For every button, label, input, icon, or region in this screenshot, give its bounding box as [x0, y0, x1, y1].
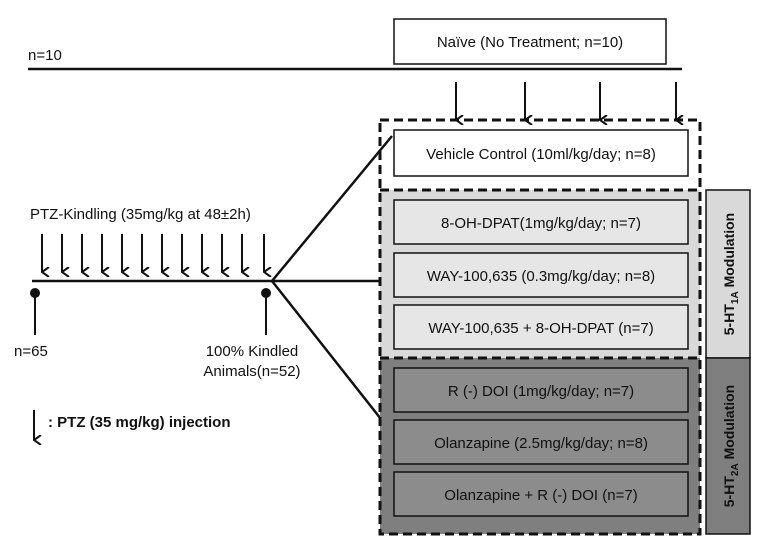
naive-arrows	[455, 82, 676, 120]
legend-text: : PTZ (35 mg/kg) injection	[48, 414, 231, 431]
injection-arrows	[41, 234, 264, 272]
kindling-label: PTZ-Kindling (35mg/kg at 48±2h)	[30, 206, 251, 223]
ht1a-label-1: 8-OH-DPAT(1mg/kg/day; n=7)	[441, 215, 641, 232]
ht1a-box-3	[393, 304, 689, 350]
ht2a-box-2	[393, 419, 689, 465]
vehicle-box	[393, 129, 689, 177]
ht1a-side-label: 5-HT1A Modulation	[721, 213, 741, 335]
ht2a-side-label: 5-HT2A Modulation	[721, 385, 741, 507]
ht1a-box-1	[393, 199, 689, 245]
ht2a-label-1: R (-) DOI (1mg/kg/day; n=7)	[448, 383, 634, 400]
ht2a-box-1	[393, 367, 689, 413]
ht1a-label-3: WAY-100,635 + 8-OH-DPAT (n=7)	[428, 320, 653, 337]
ht2a-label-2: Olanzapine (2.5mg/kg/day; n=8)	[434, 435, 648, 452]
naive-n-label: n=10	[28, 47, 62, 64]
ht1a-box-2	[393, 252, 689, 298]
kindled-label-line1: 100% Kindled	[206, 343, 299, 360]
branch-lines	[271, 135, 393, 434]
naive-box	[393, 18, 667, 65]
all-groups-dashed-frame	[378, 118, 702, 536]
ht2a-label-3: Olanzapine + R (-) DOI (n=7)	[444, 487, 637, 504]
ht2a-box-3	[393, 471, 689, 517]
start-n-label: n=65	[14, 343, 48, 360]
ht1a-label-2: WAY-100,635 (0.3mg/kg/day; n=8)	[427, 268, 655, 285]
ht2a-side-bar	[705, 357, 751, 535]
kindled-label-line2: Animals(n=52)	[203, 363, 300, 380]
vehicle-label: Vehicle Control (10ml/kg/day; n=8)	[426, 146, 656, 163]
naive-box-label: Naïve (No Treatment; n=10)	[437, 34, 623, 51]
